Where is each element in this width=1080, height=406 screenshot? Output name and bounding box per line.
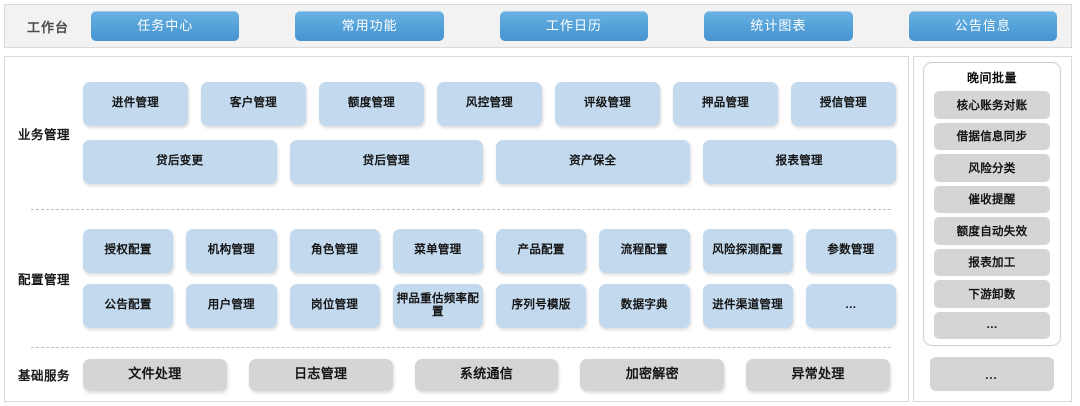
- chip-risk-detection-config[interactable]: 风险探测配置: [702, 229, 793, 273]
- tab-announcements[interactable]: 公告信息: [908, 11, 1058, 41]
- chip-post-loan-management[interactable]: 贷后管理: [289, 140, 483, 184]
- batch-item-more[interactable]: …: [934, 311, 1050, 339]
- chip-authorization-config[interactable]: 授权配置: [83, 229, 174, 273]
- tab-work-calendar[interactable]: 工作日历: [499, 11, 649, 41]
- chip-menu-management[interactable]: 菜单管理: [392, 229, 483, 273]
- section-configuration-management: 配置管理 授权配置 机构管理 角色管理 菜单管理 产品配置 流程配置 风险探测配…: [5, 210, 908, 347]
- chip-risk-control-management[interactable]: 风控管理: [437, 82, 542, 126]
- chip-role-management[interactable]: 角色管理: [289, 229, 380, 273]
- section-rows-business: 进件管理 客户管理 额度管理 风控管理 评级管理 押品管理 授信管理 贷后变更 …: [83, 82, 908, 184]
- batch-item-risk-classification[interactable]: 风险分类: [934, 154, 1050, 182]
- chip-asset-preservation[interactable]: 资产保全: [496, 140, 690, 184]
- chip-collateral-management[interactable]: 押品管理: [673, 82, 778, 126]
- section-label-business: 业务管理: [17, 127, 70, 142]
- sidebar-more-button[interactable]: …: [930, 357, 1054, 391]
- chip-row: 授权配置 机构管理 角色管理 菜单管理 产品配置 流程配置 风险探测配置 参数管…: [83, 229, 896, 273]
- main-panel: 业务管理 进件管理 客户管理 额度管理 风控管理 评级管理 押品管理 授信管理 …: [4, 56, 909, 402]
- chip-exception-handling[interactable]: 异常处理: [746, 358, 890, 391]
- top-toolbar: 工作台 任务中心 常用功能 工作日历 统计图表 公告信息: [4, 4, 1072, 48]
- section-basic-services: 基础服务 文件处理 日志管理 系统通信 加密解密 异常处理: [5, 348, 908, 401]
- chip-serial-number-template[interactable]: 序列号模版: [496, 284, 587, 328]
- chip-more-config[interactable]: …: [805, 284, 896, 328]
- page-title: 工作台: [26, 19, 69, 35]
- section-rows-configuration: 授权配置 机构管理 角色管理 菜单管理 产品配置 流程配置 风险探测配置 参数管…: [83, 229, 908, 328]
- section-divider: [31, 209, 891, 210]
- chip-rating-management[interactable]: 评级管理: [555, 82, 660, 126]
- section-rows-basic-services: 文件处理 日志管理 系统通信 加密解密 异常处理: [83, 358, 908, 391]
- chip-product-config[interactable]: 产品配置: [496, 229, 587, 273]
- chip-row: 贷后变更 贷后管理 资产保全 报表管理: [83, 140, 896, 184]
- chip-log-management[interactable]: 日志管理: [248, 358, 393, 391]
- chip-row: 进件管理 客户管理 额度管理 风控管理 评级管理 押品管理 授信管理: [83, 82, 896, 126]
- section-business-management: 业务管理 进件管理 客户管理 额度管理 风控管理 评级管理 押品管理 授信管理 …: [5, 57, 908, 209]
- batch-item-core-account-reconciliation[interactable]: 核心账务对账: [934, 91, 1050, 119]
- section-label-configuration: 配置管理: [17, 273, 70, 287]
- batch-item-downstream-unload[interactable]: 下游卸数: [934, 280, 1050, 308]
- batch-item-report-processing[interactable]: 报表加工: [934, 248, 1050, 276]
- chip-customer-management[interactable]: 客户管理: [201, 82, 306, 126]
- batch-item-auto-limit-expiry[interactable]: 额度自动失效: [934, 217, 1050, 245]
- batch-item-iou-info-sync[interactable]: 借据信息同步: [934, 122, 1050, 150]
- chip-user-management[interactable]: 用户管理: [186, 284, 277, 328]
- nightly-batch-card: 晚间批量 核心账务对账 借据信息同步 风险分类 催收提醒 额度自动失效 报表加工…: [923, 62, 1061, 346]
- chip-credit-limit-management[interactable]: 额度管理: [319, 82, 424, 126]
- section-label-basic-services: 基础服务: [17, 369, 70, 383]
- chip-application-management[interactable]: 进件管理: [83, 82, 188, 126]
- chip-row: 公告配置 用户管理 岗位管理 押品重估频率配置 序列号模版 数据字典 进件渠道管…: [83, 284, 896, 328]
- chip-application-channel-management[interactable]: 进件渠道管理: [702, 284, 793, 328]
- chip-data-dictionary[interactable]: 数据字典: [599, 284, 690, 328]
- tab-common-funcs[interactable]: 常用功能: [295, 11, 444, 41]
- nightly-batch-title: 晚间批量: [966, 71, 1017, 85]
- batch-item-collection-reminder[interactable]: 催收提醒: [934, 185, 1050, 213]
- chip-file-processing[interactable]: 文件处理: [83, 358, 227, 391]
- section-divider: [31, 347, 891, 348]
- chip-organization-management[interactable]: 机构管理: [186, 229, 277, 273]
- chip-system-communication[interactable]: 系统通信: [414, 358, 559, 391]
- chip-row: 文件处理 日志管理 系统通信 加密解密 异常处理: [83, 358, 890, 391]
- chip-post-loan-change[interactable]: 贷后变更: [83, 140, 277, 184]
- tab-bar: 任务中心 常用功能 工作日历 统计图表 公告信息: [91, 11, 1071, 41]
- side-panel: 晚间批量 核心账务对账 借据信息同步 风险分类 催收提醒 额度自动失效 报表加工…: [913, 56, 1072, 402]
- chip-credit-granting-management[interactable]: 授信管理: [791, 82, 896, 126]
- chip-report-management[interactable]: 报表管理: [702, 140, 896, 184]
- tab-task-center[interactable]: 任务中心: [91, 11, 240, 41]
- tab-statistics[interactable]: 统计图表: [704, 11, 853, 41]
- chip-process-config[interactable]: 流程配置: [599, 229, 690, 273]
- chip-announcement-config[interactable]: 公告配置: [83, 284, 174, 328]
- chip-parameter-management[interactable]: 参数管理: [805, 229, 896, 273]
- chip-encryption-decryption[interactable]: 加密解密: [580, 358, 725, 391]
- chip-collateral-revaluation-frequency-config[interactable]: 押品重估频率配置: [392, 284, 483, 328]
- chip-position-management[interactable]: 岗位管理: [289, 284, 380, 328]
